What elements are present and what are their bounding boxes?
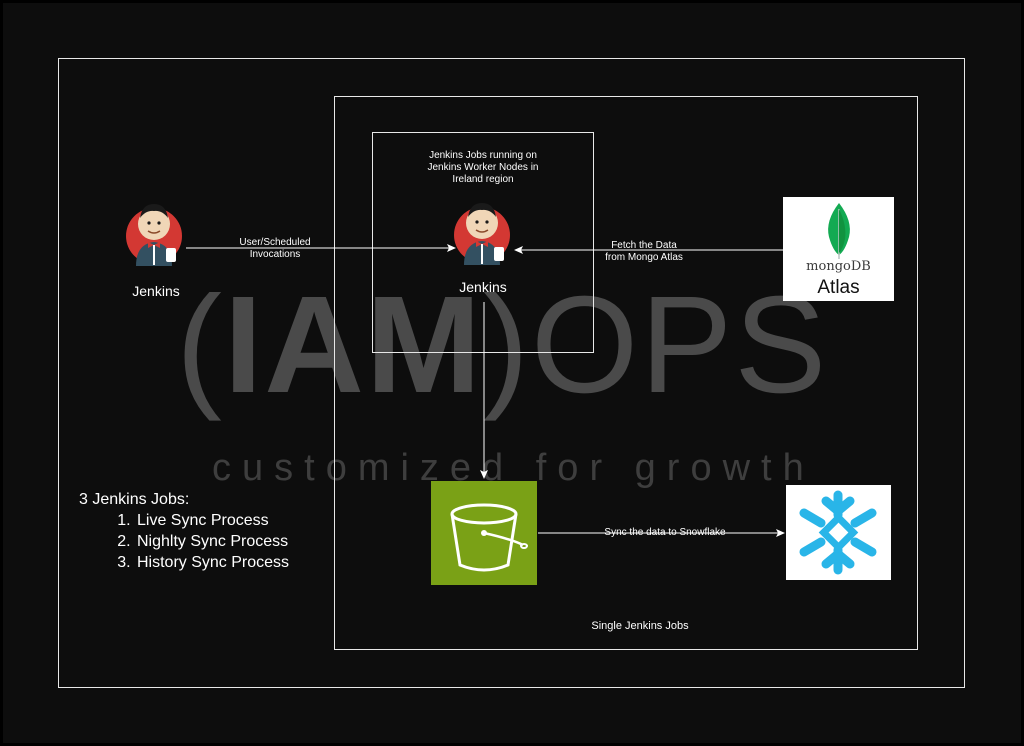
jobs-list: 3 Jenkins Jobs: Live Sync Process Nighlt… [79,489,289,573]
fetch-label: Fetch the Data from Mongo Atlas [592,240,696,264]
snowflake-icon [799,490,877,575]
mongodb-atlas-node: mongoDB Atlas [783,197,894,301]
ireland-region-boundary [334,96,918,650]
watermark-open: ( [176,268,224,422]
jenkins-center-label: Jenkins [459,279,507,295]
jobs-list-item: Live Sync Process [135,510,289,531]
s3-bucket-icon [450,503,528,572]
jenkins-left-label: Jenkins [132,283,180,299]
jobs-list-item: Nighlty Sync Process [135,531,289,552]
invocation-label: User/Scheduled Invocations [221,237,329,261]
jobs-list-items: Live Sync Process Nighlty Sync Process H… [79,510,289,573]
jobs-caption-line2: Jenkins Worker Nodes in [427,162,539,173]
jenkins-center-node [454,195,512,275]
watermark-brand: (IAM)OPS [176,276,828,414]
fetch-label-line2: from Mongo Atlas [605,252,683,263]
outer-boundary [58,58,965,688]
snowflake-node [786,485,891,580]
invocation-label-line1: User/Scheduled [239,237,311,248]
watermark-close: )OPS [482,268,829,422]
fetch-label-line1: Fetch the Data [611,240,677,251]
invocation-label-line2: Invocations [249,249,301,260]
jobs-box-caption: Jenkins Jobs running on Jenkins Worker N… [400,150,566,186]
watermark-bold: IAM [223,268,483,422]
jenkins-icon [126,204,182,266]
sync-label: Sync the data to Snowflake [604,527,726,538]
jenkins-left-node [126,196,184,276]
diagram-background [3,3,1021,743]
mongodb-atlas-text: Atlas [817,277,860,298]
region-caption: Single Jenkins Jobs [591,620,689,632]
jobs-caption-line3: Ireland region [452,174,514,185]
jobs-list-item: History Sync Process [135,552,289,573]
jobs-list-title: 3 Jenkins Jobs: [79,491,190,508]
jobs-caption-line1: Jenkins Jobs running on [429,150,537,161]
mongodb-logo-text: mongoDB [806,259,871,274]
jenkins-icon [454,203,510,265]
s3-bucket-node [431,481,537,585]
mongodb-leaf-icon [828,203,850,259]
jenkins-jobs-box [372,132,594,353]
